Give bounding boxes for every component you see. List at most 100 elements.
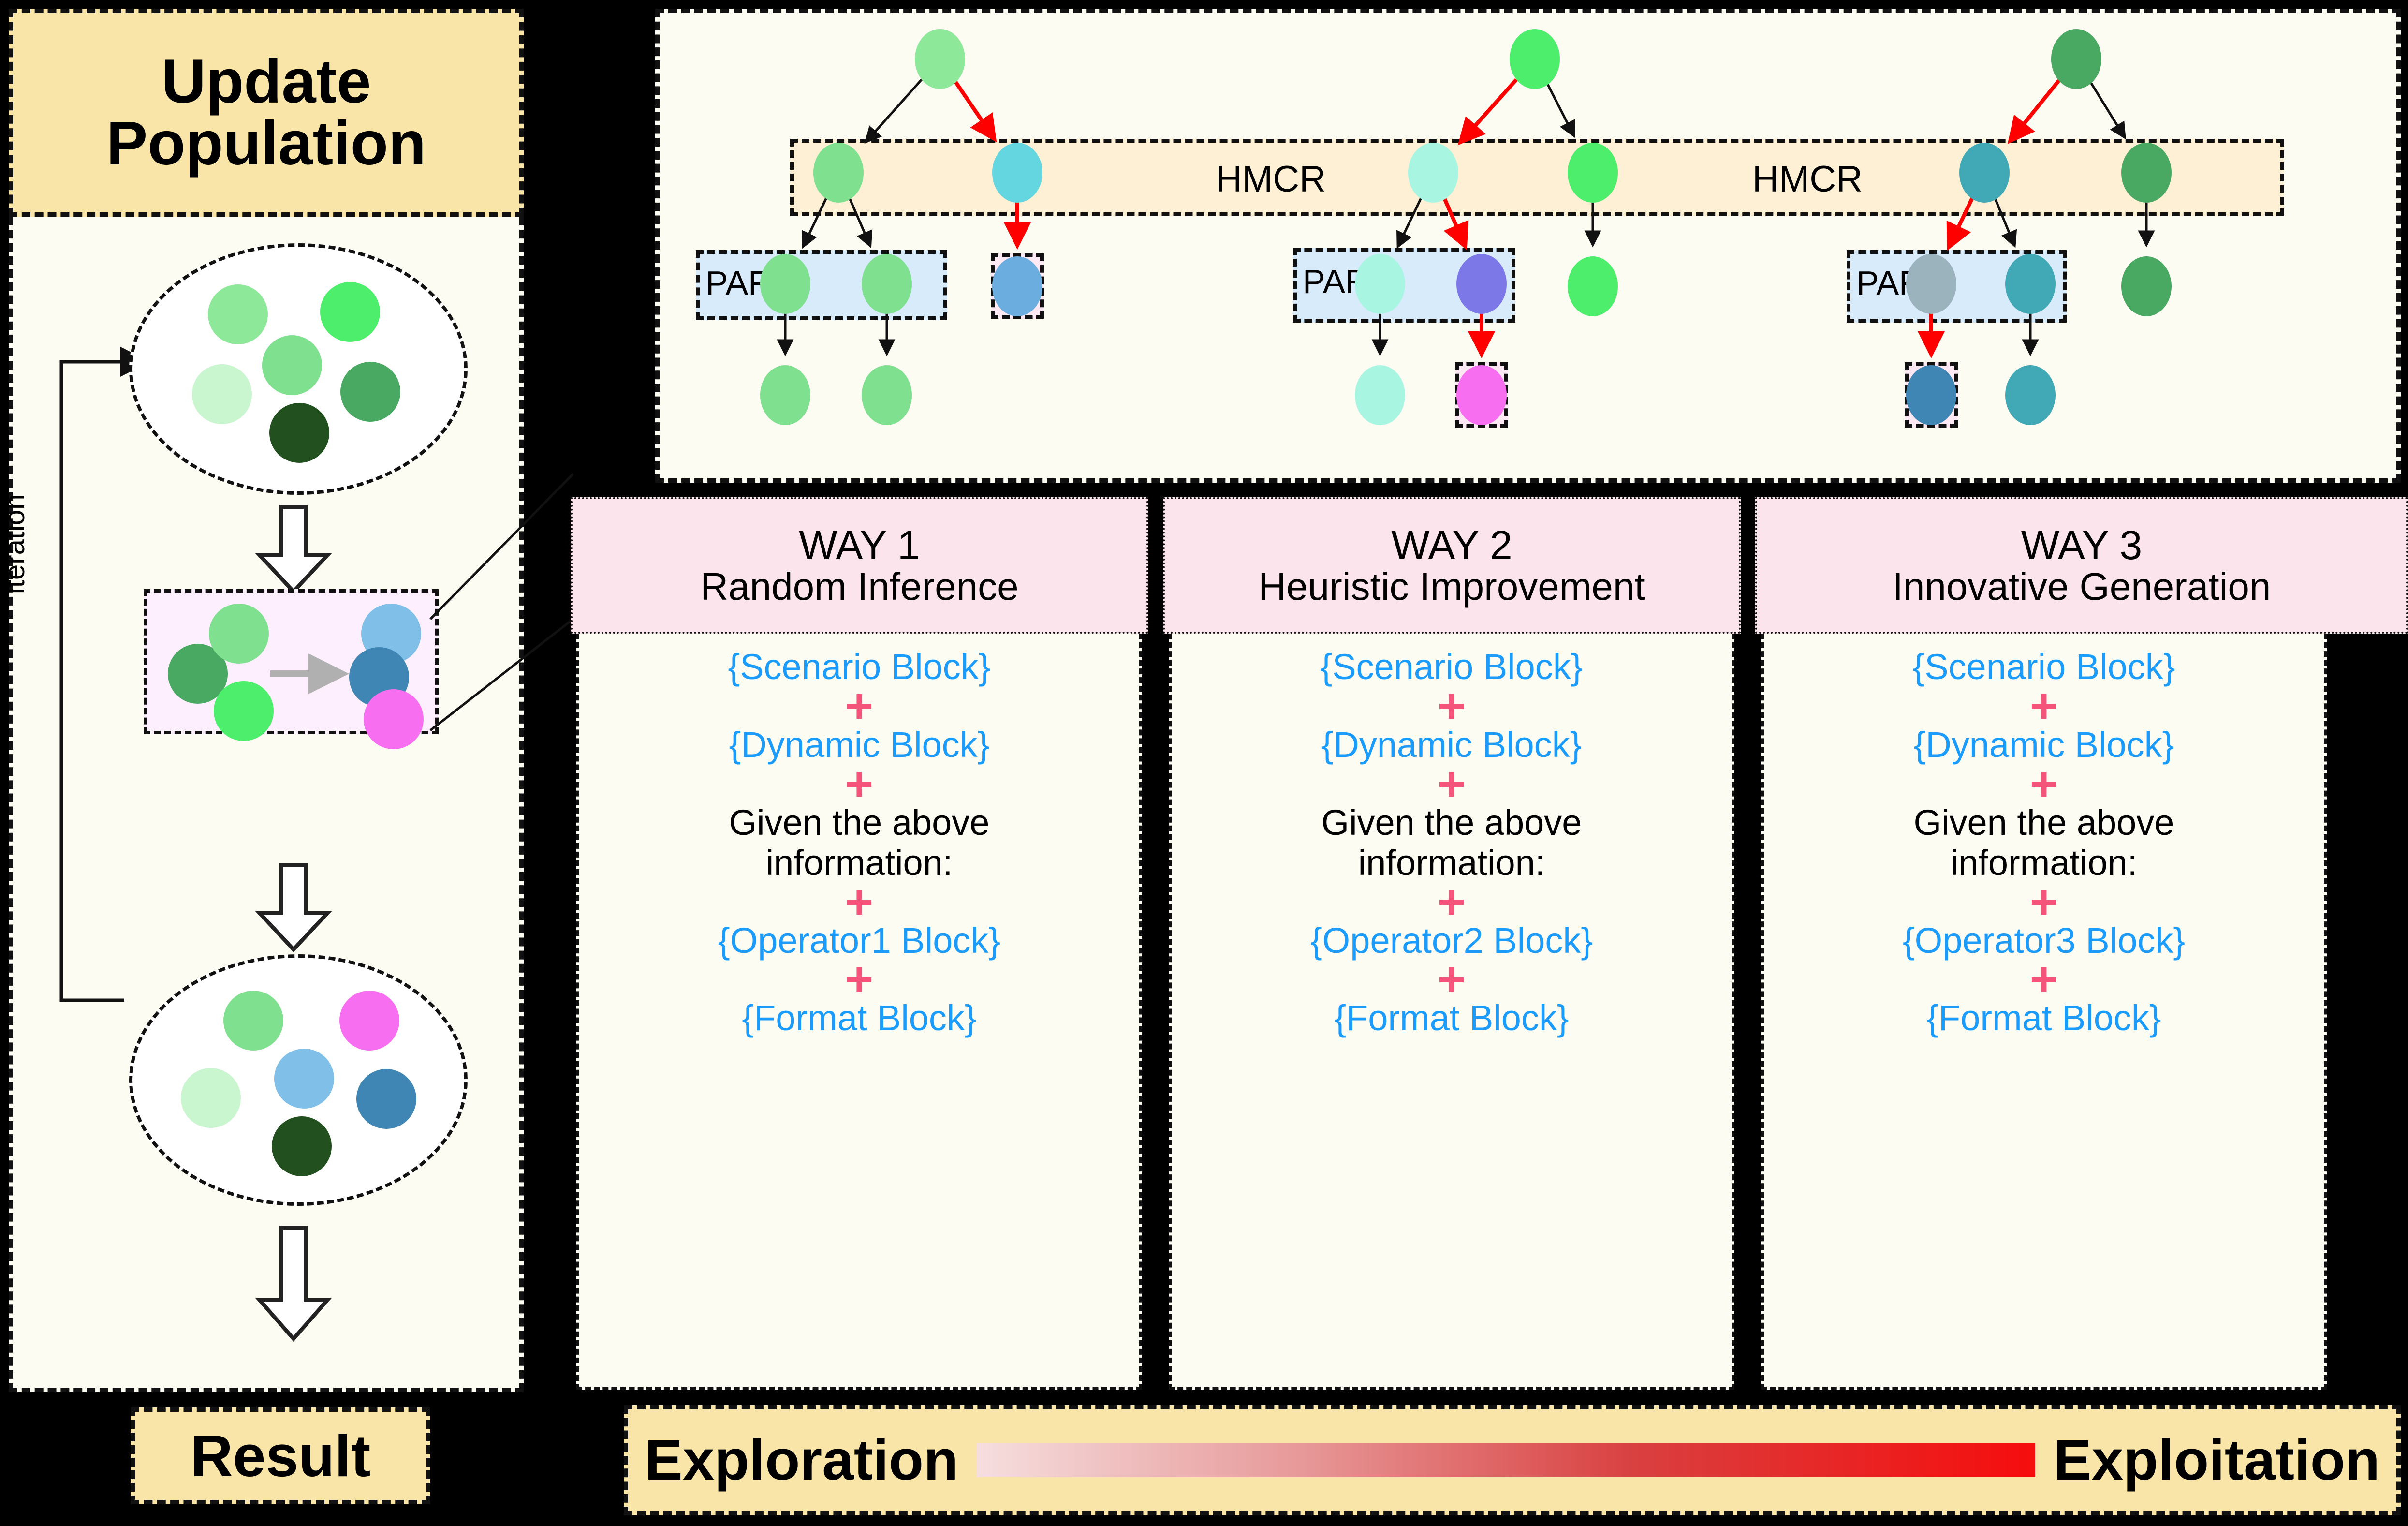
block-arrow-down-3 bbox=[255, 1226, 332, 1342]
tree-edge bbox=[848, 197, 872, 249]
way-number-2: WAY 2 bbox=[1391, 522, 1512, 568]
prompt-block-token: {Operator1 Block} bbox=[718, 920, 1001, 961]
prompt-block-token: {Format Block} bbox=[1926, 998, 2161, 1038]
plus-separator-icon: + bbox=[2029, 756, 2058, 811]
tree-node bbox=[760, 254, 810, 314]
tree-edges-and-nodes bbox=[760, 29, 2172, 425]
population-updated bbox=[129, 954, 468, 1206]
tree-node bbox=[2005, 365, 2056, 425]
tree-node bbox=[862, 254, 912, 314]
way-panel-2[interactable]: WAY 2 Heuristic Improvement {Scenario Bl… bbox=[1163, 497, 1741, 1390]
tree-node bbox=[1568, 143, 1618, 203]
prompt-block-token: {Operator3 Block} bbox=[1902, 920, 2186, 961]
way-number-1: WAY 1 bbox=[799, 522, 920, 568]
tree-node bbox=[992, 256, 1042, 316]
tree-node bbox=[2005, 254, 2056, 314]
prompt-instruction-text: information: bbox=[765, 842, 953, 883]
hmcr-label-1: HMCR bbox=[1216, 159, 1326, 200]
way-header-1: WAY 1 Random Inference bbox=[571, 497, 1148, 634]
way-body-3: {Scenario Block}+{Dynamic Block}+Given t… bbox=[1761, 634, 2327, 1390]
transform-arrow-icon bbox=[270, 653, 349, 694]
tree-node bbox=[1456, 254, 1507, 314]
result-label: Result bbox=[190, 1423, 371, 1489]
population-dot bbox=[356, 1069, 416, 1129]
way-subtitle-2: Heuristic Improvement bbox=[1258, 565, 1645, 608]
prompt-block-token: {Dynamic Block} bbox=[729, 724, 990, 765]
way-body-1: {Scenario Block}+{Dynamic Block}+Given t… bbox=[576, 634, 1142, 1390]
tree-node bbox=[2121, 256, 2172, 316]
exploitation-label: Exploitation bbox=[2053, 1428, 2380, 1492]
plus-separator-icon: + bbox=[845, 756, 874, 811]
population-dot bbox=[339, 991, 399, 1051]
way-header-3: WAY 3 Innovative Generation bbox=[1755, 497, 2408, 634]
update-population-line2: Population bbox=[106, 109, 426, 178]
tree-node bbox=[1456, 365, 1507, 425]
iteration-label: iteration bbox=[0, 494, 30, 594]
tree-node bbox=[1959, 143, 2010, 203]
tree-node bbox=[1355, 254, 1405, 314]
population-dot bbox=[208, 284, 268, 344]
prompt-block-token: {Operator2 Block} bbox=[1310, 920, 1593, 961]
plus-separator-icon: + bbox=[845, 952, 874, 1007]
tree-edge bbox=[864, 78, 923, 144]
exploration-exploitation-bar: Exploration Exploitation bbox=[624, 1405, 2401, 1515]
prompt-block-token: {Scenario Block} bbox=[728, 647, 991, 687]
population-dot bbox=[340, 362, 400, 422]
tree-edge bbox=[1457, 78, 1518, 146]
tree-node bbox=[1510, 29, 1560, 89]
population-dot bbox=[214, 681, 274, 741]
prompt-block-token: {Dynamic Block} bbox=[1321, 724, 1582, 765]
prompt-block-token: {Scenario Block} bbox=[1320, 647, 1583, 687]
prompt-instruction-text: Given the above bbox=[729, 802, 990, 843]
population-dot bbox=[320, 282, 380, 342]
tree-edge bbox=[1396, 197, 1423, 249]
update-population-header: Update Population bbox=[9, 9, 524, 217]
prompt-instruction-text: Given the above bbox=[1321, 802, 1582, 843]
tree-node bbox=[760, 365, 810, 425]
prompt-instruction-text: information: bbox=[1950, 842, 2138, 883]
prompt-block-token: {Format Block} bbox=[742, 998, 977, 1038]
tree-node bbox=[1906, 365, 1956, 425]
tree-node bbox=[1568, 256, 1618, 316]
tree-node bbox=[862, 365, 912, 425]
prompt-block-token: {Dynamic Block} bbox=[1913, 724, 2174, 765]
plus-separator-icon: + bbox=[1437, 756, 1466, 811]
population-dot bbox=[181, 1068, 241, 1128]
hmcr-label-2: HMCR bbox=[1752, 159, 1863, 200]
population-dot bbox=[223, 991, 283, 1051]
plus-separator-icon: + bbox=[845, 874, 874, 929]
way-panel-3[interactable]: WAY 3 Innovative Generation {Scenario Bl… bbox=[1755, 497, 2408, 1390]
tree-edge bbox=[2089, 82, 2126, 140]
population-dot bbox=[364, 689, 424, 749]
population-initial bbox=[129, 243, 468, 495]
plus-separator-icon: + bbox=[845, 679, 874, 733]
tree-edge bbox=[1442, 197, 1469, 251]
tree-node bbox=[2051, 29, 2101, 89]
plus-separator-icon: + bbox=[1437, 952, 1466, 1007]
population-dot bbox=[272, 1116, 332, 1176]
block-arrow-down-1 bbox=[255, 505, 332, 594]
tree-edge bbox=[954, 80, 997, 143]
population-dot bbox=[269, 403, 329, 463]
tree-edge bbox=[802, 197, 828, 249]
tree-node bbox=[1355, 365, 1405, 425]
population-dot bbox=[209, 604, 269, 664]
way-subtitle-1: Random Inference bbox=[700, 565, 1019, 608]
plus-separator-icon: + bbox=[1437, 679, 1466, 733]
tree-node bbox=[1906, 254, 1956, 314]
population-dot bbox=[274, 1049, 334, 1109]
tree-node bbox=[1408, 143, 1458, 203]
prompt-block-token: {Scenario Block} bbox=[1912, 647, 2175, 687]
update-population-line1: Update bbox=[161, 47, 371, 116]
tree-node bbox=[2121, 143, 2172, 203]
way-panel-1[interactable]: WAY 1 Random Inference {Scenario Block}+… bbox=[571, 497, 1148, 1390]
population-dot bbox=[192, 364, 252, 424]
population-dot bbox=[262, 335, 322, 395]
tree-edge bbox=[1546, 83, 1575, 138]
tree-edge bbox=[1994, 197, 2017, 248]
tree-edge bbox=[1946, 196, 1974, 251]
plus-separator-icon: + bbox=[2029, 952, 2058, 1007]
block-arrow-down-2 bbox=[255, 863, 332, 952]
exploration-exploitation-gradient bbox=[977, 1443, 2035, 1477]
way-number-3: WAY 3 bbox=[2021, 522, 2143, 568]
